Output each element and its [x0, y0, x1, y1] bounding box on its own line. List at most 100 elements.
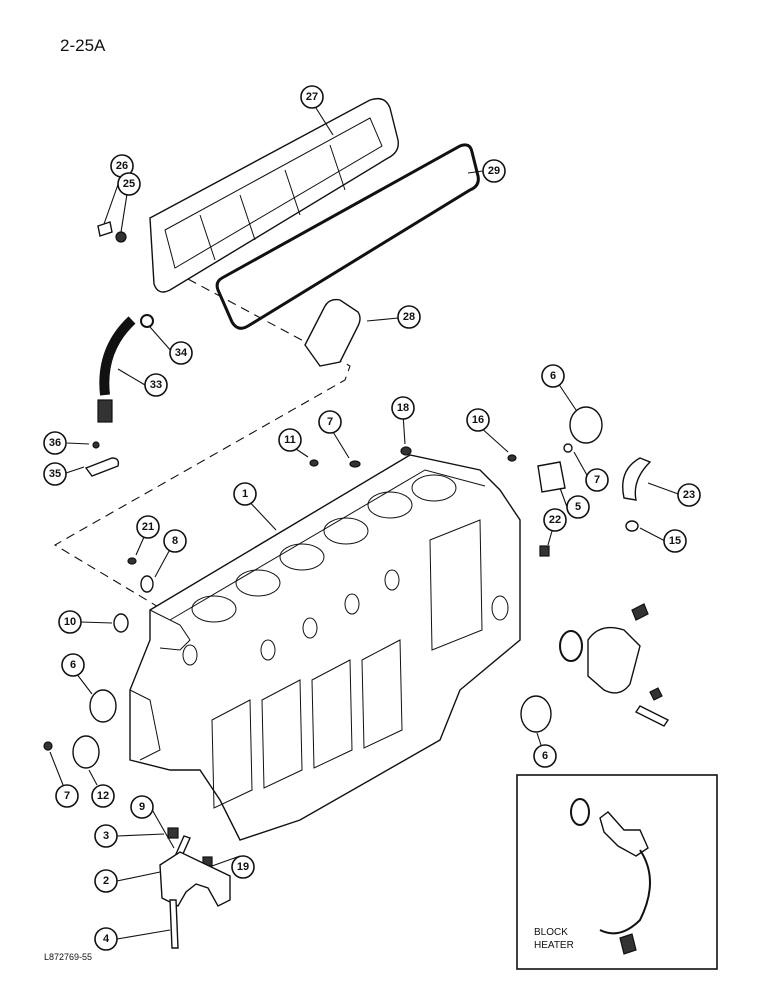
svg-text:33: 33 — [150, 379, 162, 391]
svg-text:21: 21 — [142, 521, 154, 533]
svg-text:34: 34 — [175, 347, 188, 359]
callout-15: 15 — [663, 529, 687, 553]
callout-33: 33 — [144, 373, 168, 397]
plug-21 — [127, 557, 137, 565]
callout-6-left: 6 — [61, 653, 85, 677]
svg-text:2: 2 — [103, 875, 109, 887]
callout-8: 8 — [163, 529, 187, 553]
rocker-cover-part — [149, 97, 399, 293]
callout-6-right: 6 — [533, 744, 557, 768]
svg-text:1: 1 — [242, 488, 248, 500]
plug-7-right — [563, 443, 573, 453]
callout-19: 19 — [231, 855, 255, 879]
callout-7-top: 7 — [318, 410, 342, 434]
svg-text:6: 6 — [542, 750, 548, 762]
callout-29: 29 — [482, 159, 506, 183]
svg-text:9: 9 — [139, 801, 145, 813]
callout-2: 2 — [94, 869, 118, 893]
svg-text:6: 6 — [550, 370, 556, 382]
callout-18: 18 — [391, 396, 415, 420]
callout-23: 23 — [677, 483, 701, 507]
callout-36: 36 — [43, 431, 67, 455]
callout-3: 3 — [94, 824, 118, 848]
callout-27: 27 — [300, 85, 324, 109]
callout-25: 25 — [117, 172, 141, 196]
svg-text:35: 35 — [49, 468, 61, 480]
bearing-cap-part — [159, 851, 231, 907]
housing-nut — [649, 687, 663, 701]
callout-1: 1 — [233, 482, 257, 506]
breather-hose-part — [99, 316, 136, 396]
callout-12: 12 — [91, 784, 115, 808]
oil-seal-part — [84, 457, 120, 477]
expansion-plug-6-left — [89, 689, 117, 723]
callout-7-bottom: 7 — [55, 784, 79, 808]
svg-text:10: 10 — [64, 616, 76, 628]
plug-7-bottom — [43, 741, 53, 751]
svg-text:4: 4 — [103, 933, 110, 945]
callout-34: 34 — [169, 341, 193, 365]
callout-10: 10 — [58, 610, 82, 634]
callout-35: 35 — [43, 462, 67, 486]
callout-9: 9 — [130, 795, 154, 819]
svg-text:7: 7 — [594, 474, 600, 486]
thermostat-housing-part — [587, 626, 641, 694]
svg-text:5: 5 — [575, 501, 581, 513]
cover-plate-part — [304, 298, 361, 367]
cover-bolt-part — [97, 221, 113, 237]
engine-block-part — [129, 454, 521, 841]
rocker-cover-gasket-part — [215, 143, 480, 330]
svg-text:16: 16 — [472, 414, 484, 426]
plug-8 — [140, 575, 154, 593]
callout-22: 22 — [543, 508, 567, 532]
svg-text:23: 23 — [683, 489, 695, 501]
svg-text:11: 11 — [284, 434, 296, 446]
svg-text:19: 19 — [237, 861, 249, 873]
expansion-plug-6-right — [520, 695, 552, 733]
svg-text:6: 6 — [70, 659, 76, 671]
plug-22 — [539, 545, 550, 557]
svg-text:12: 12 — [97, 790, 109, 802]
plug-10 — [113, 613, 129, 633]
plug-7-top — [349, 460, 361, 468]
inset-label-line2: HEATER — [534, 940, 574, 951]
callout-28: 28 — [397, 305, 421, 329]
plug-18 — [400, 446, 412, 456]
svg-text:27: 27 — [306, 91, 318, 103]
svg-text:22: 22 — [549, 514, 561, 526]
svg-text:29: 29 — [488, 165, 500, 177]
svg-text:7: 7 — [327, 416, 333, 428]
o-ring-part — [559, 630, 583, 662]
cup-plug-5 — [537, 461, 566, 493]
housing-bolt-top — [631, 603, 649, 621]
expansion-plug-6-top — [569, 406, 603, 444]
hose-end-part — [97, 399, 113, 423]
callout-4: 4 — [94, 927, 118, 951]
callout-26: 26 — [110, 154, 134, 178]
callout-5: 5 — [566, 495, 590, 519]
svg-text:15: 15 — [669, 535, 681, 547]
callout-11: 11 — [278, 428, 302, 452]
plug-11 — [309, 459, 319, 467]
callout-16: 16 — [466, 408, 490, 432]
svg-text:25: 25 — [123, 178, 135, 190]
plug-12 — [72, 735, 100, 769]
cover-washer-part — [115, 231, 127, 243]
page-code: 2-25A — [60, 36, 106, 55]
cap-bolt-part — [169, 899, 179, 949]
seal-15 — [625, 520, 639, 532]
inset-label-line1: BLOCK — [534, 927, 568, 938]
callout-6-top: 6 — [541, 364, 565, 388]
svg-text:7: 7 — [64, 790, 70, 802]
svg-text:8: 8 — [172, 535, 178, 547]
assembly-dashed-line — [53, 271, 351, 609]
svg-text:36: 36 — [49, 437, 61, 449]
plug-16 — [507, 454, 517, 462]
cap-nut-part — [167, 827, 179, 839]
tube-23 — [622, 457, 652, 501]
svg-text:3: 3 — [103, 830, 109, 842]
callout-21: 21 — [136, 515, 160, 539]
svg-text:28: 28 — [403, 311, 415, 323]
